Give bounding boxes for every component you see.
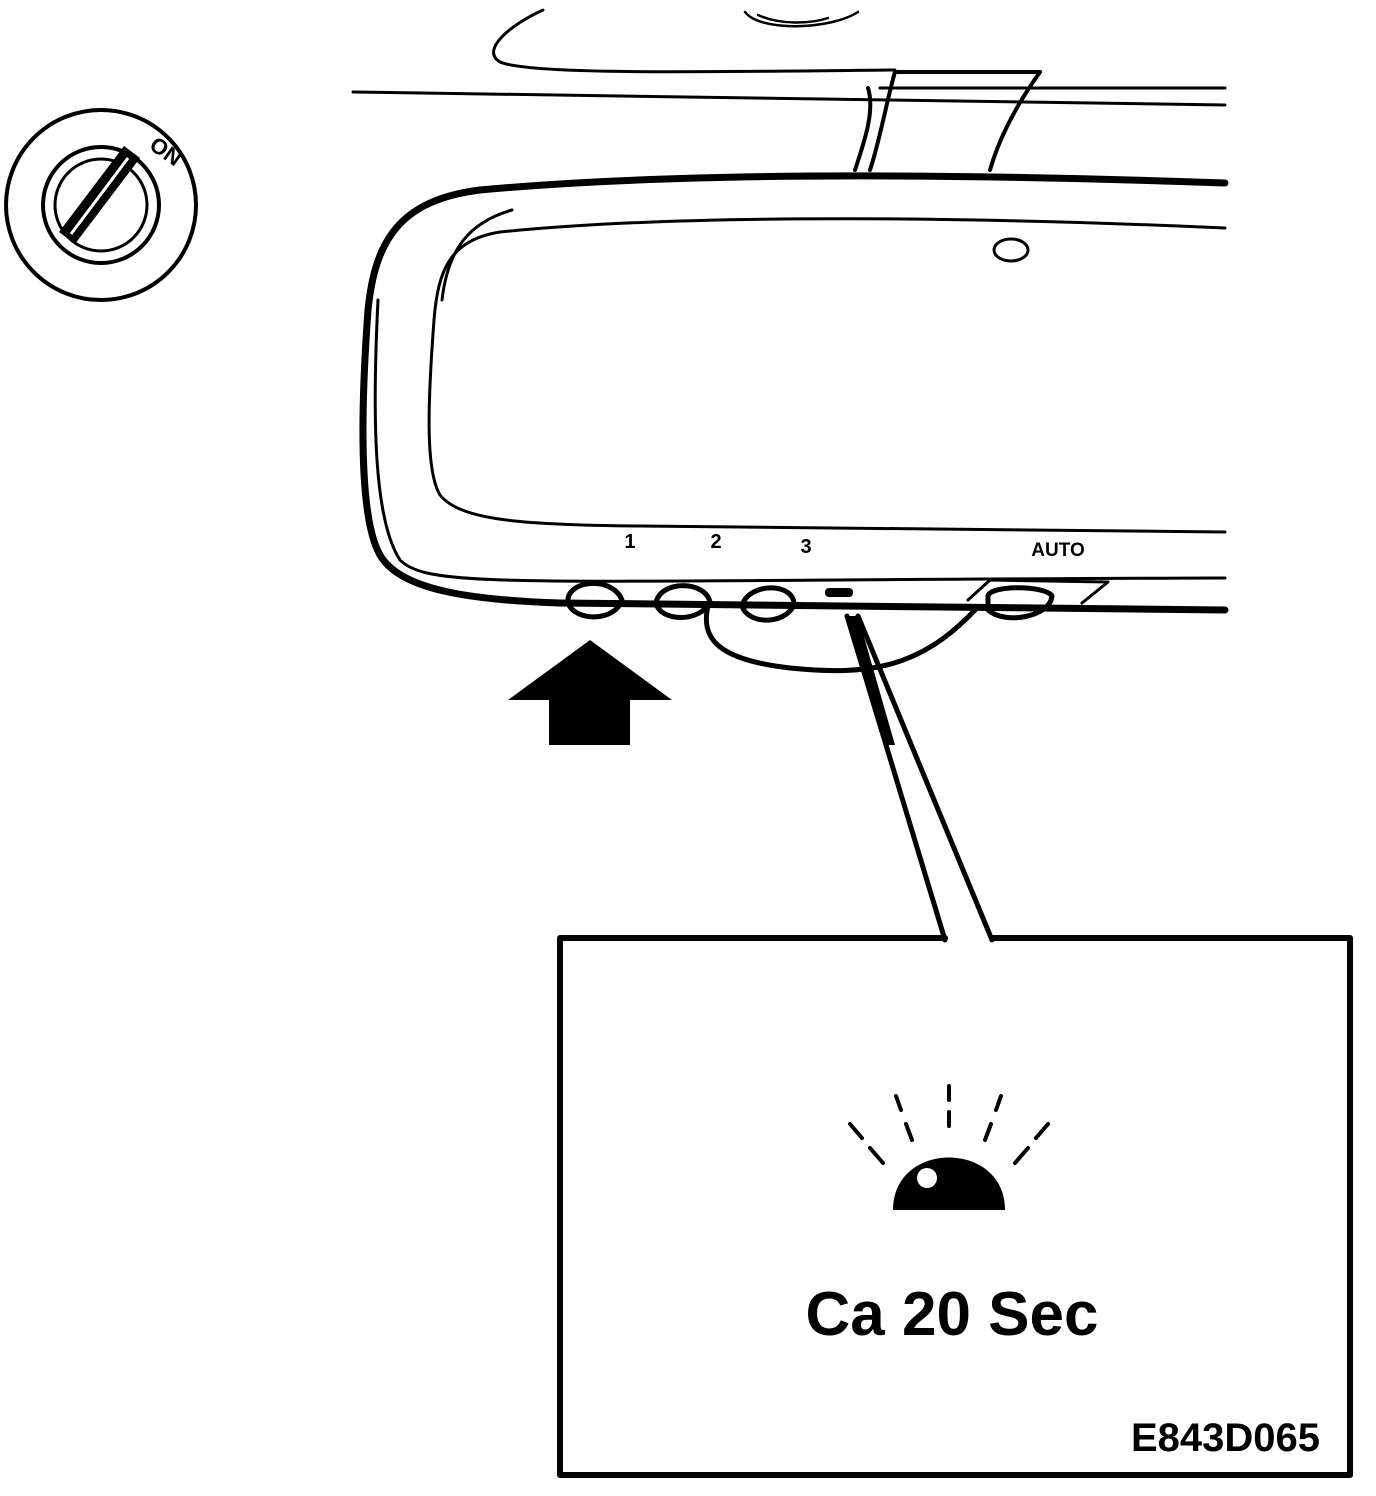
callout-box: Ca 20 Sec E843D065 [557, 935, 1353, 1478]
button-1-label: 1 [624, 531, 635, 553]
arrow-up-icon [508, 640, 672, 745]
button-1[interactable] [565, 581, 625, 620]
flashing-lamp-icon [848, 1084, 1050, 1210]
led-indicator-icon [825, 588, 853, 597]
auto-button[interactable] [985, 585, 1055, 621]
button-3-label: 3 [800, 536, 811, 558]
button-2-label: 2 [710, 531, 721, 553]
bezel-curve [703, 603, 978, 674]
ignition-switch: ON [4, 108, 198, 302]
button-3[interactable] [739, 585, 797, 623]
ignition-on-label: ON [145, 132, 186, 171]
mirror-mount [853, 70, 1227, 172]
ignition-inner-ring [41, 145, 161, 265]
mirror-glass-highlight [440, 208, 514, 302]
light-sensor-icon [992, 237, 1030, 263]
mirror-buttons [565, 581, 1055, 674]
mirror-bottom-edge [556, 599, 1229, 614]
mirror-glass-edge [427, 217, 1227, 534]
auto-label: AUTO [1031, 540, 1084, 561]
button-2[interactable] [653, 583, 713, 620]
rearview-mirror [359, 172, 1229, 614]
ignition-core-ring [53, 157, 149, 253]
ignition-key-icon [59, 145, 140, 245]
ignition-outer-ring [4, 108, 198, 302]
headliner [351, 8, 1227, 107]
mirror-housing-outer [359, 172, 1229, 607]
auto-button-housing [966, 578, 1110, 605]
duration-text: Ca 20 Sec [806, 1280, 1099, 1349]
figure-code: E843D065 [1131, 1416, 1320, 1460]
mirror-housing-rim [373, 298, 1227, 583]
callout-pointer [844, 613, 995, 943]
